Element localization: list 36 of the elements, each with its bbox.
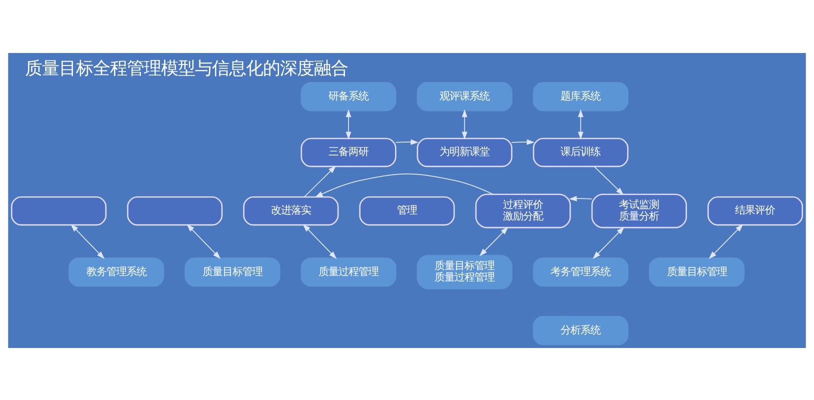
node-box: 题库系统 bbox=[532, 82, 628, 111]
arrow bbox=[304, 165, 336, 197]
arrow bbox=[568, 195, 592, 201]
arrow bbox=[70, 224, 105, 259]
arrow bbox=[578, 108, 584, 140]
node-box: 质量目标管理 质量过程管理 bbox=[416, 254, 512, 289]
arrow bbox=[186, 224, 221, 259]
arrow bbox=[592, 226, 624, 258]
node-box: 课后训练 bbox=[532, 137, 628, 167]
node-box: 考务管理系统 bbox=[532, 256, 628, 286]
arrow bbox=[511, 138, 535, 144]
arrow bbox=[479, 226, 508, 256]
arrow bbox=[314, 172, 494, 197]
node-box: 研备系统 bbox=[300, 82, 396, 111]
node-box: 管理 bbox=[359, 196, 455, 226]
diagram-title: 质量目标全程管理模型与信息化的深度融合 bbox=[25, 58, 348, 78]
node-box: 三备两研 bbox=[300, 137, 396, 167]
arrow bbox=[462, 108, 468, 140]
arrow bbox=[594, 166, 624, 195]
node-box: 改进落实 bbox=[243, 196, 339, 226]
arrow bbox=[346, 108, 352, 140]
node-box bbox=[127, 196, 223, 226]
node-box: 教务管理系统 bbox=[68, 256, 164, 286]
node-box: 质量目标管理 bbox=[648, 256, 745, 286]
node-box: 分析系统 bbox=[532, 315, 628, 345]
node-box: 过程评价 激励分配 bbox=[475, 193, 571, 228]
arrow bbox=[395, 138, 419, 144]
node-box: 为明新课堂 bbox=[416, 137, 512, 167]
arrow bbox=[302, 224, 337, 259]
node-box: 观评课系统 bbox=[416, 82, 512, 111]
arrow bbox=[708, 224, 744, 258]
node-box: 质量过程管理 bbox=[300, 256, 396, 286]
node-box: 质量目标管理 bbox=[184, 256, 280, 286]
node-box: 结果评价 bbox=[707, 196, 804, 226]
node-box: 考试监测 质量分析 bbox=[591, 193, 687, 228]
node-box bbox=[10, 196, 107, 226]
